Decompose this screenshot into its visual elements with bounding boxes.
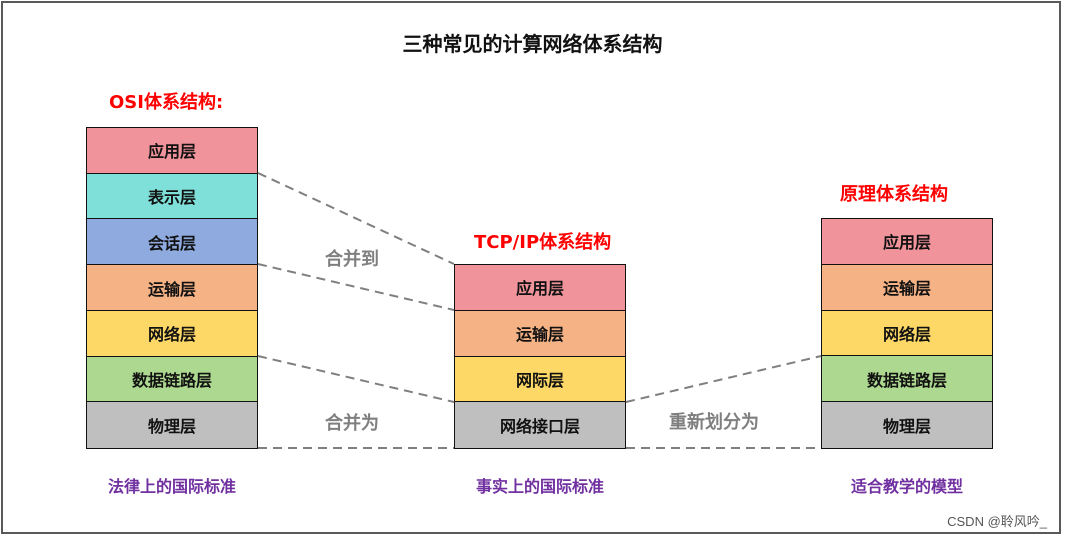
redivide-as-label: 重新划分为 [669, 412, 759, 433]
osi-layer-network: 网络层 [87, 310, 257, 357]
tcpip-layer-transport: 运输层 [455, 310, 625, 357]
principle-layer-network: 网络层 [822, 310, 992, 357]
merge-as-label: 合并为 [325, 413, 379, 434]
tcpip-layer-application: 应用层 [455, 265, 625, 311]
principle-stack: 应用层 运输层 网络层 数据链路层 物理层 [821, 218, 993, 449]
osi-layer-session: 会话层 [87, 219, 257, 266]
osi-layer-application: 应用层 [87, 128, 257, 174]
principle-layer-datalink: 数据链路层 [822, 356, 992, 403]
tcpip-stack: 应用层 运输层 网际层 网络接口层 [454, 264, 626, 449]
principle-caption: 适合教学的模型 [850, 477, 963, 496]
principle-layer-physical: 物理层 [822, 402, 992, 448]
tcpip-layer-network-interface: 网络接口层 [455, 402, 625, 448]
osi-layer-datalink: 数据链路层 [87, 356, 257, 403]
diagram-title: 三种常见的计算网络体系结构 [402, 32, 663, 56]
osi-stack: 应用层 表示层 会话层 运输层 网络层 数据链路层 物理层 [86, 127, 258, 449]
osi-layer-presentation: 表示层 [87, 173, 257, 220]
principle-title: 原理体系结构 [840, 184, 948, 205]
tcpip-layer-internet: 网际层 [455, 356, 625, 403]
osi-title: OSI体系结构: [109, 92, 224, 113]
osi-layer-physical: 物理层 [87, 402, 257, 449]
watermark: CSDN @聆风吟_ [947, 514, 1047, 529]
principle-layer-application: 应用层 [822, 219, 992, 265]
osi-caption: 法律上的国际标准 [107, 477, 236, 496]
merge-into-label: 合并到 [325, 249, 379, 270]
principle-layer-transport: 运输层 [822, 264, 992, 311]
osi-layer-transport: 运输层 [87, 265, 257, 311]
tcpip-caption: 事实上的国际标准 [475, 477, 604, 496]
tcpip-title: TCP/IP体系结构 [474, 232, 612, 253]
